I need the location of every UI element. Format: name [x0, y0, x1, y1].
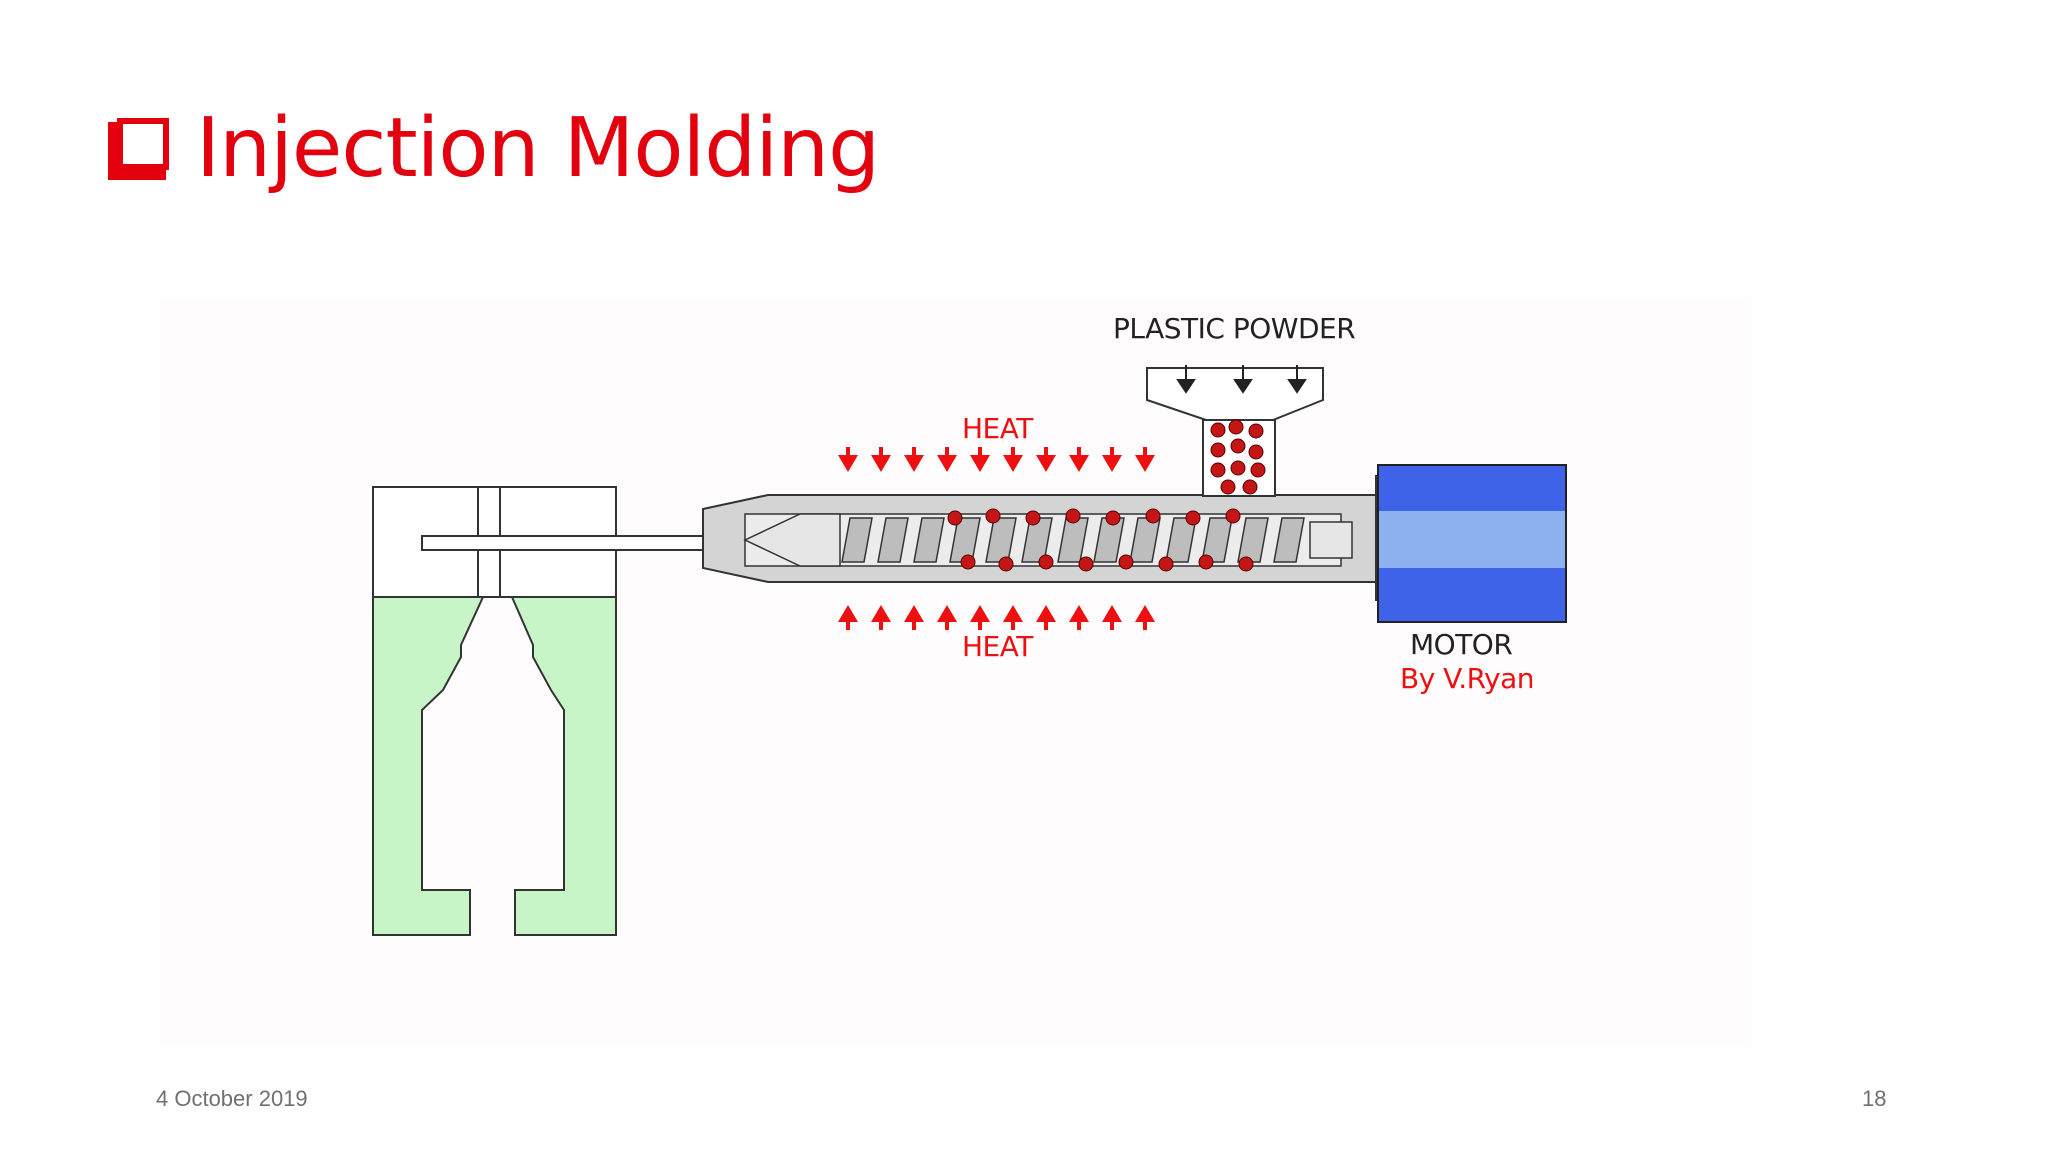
hopper: [1146, 365, 1324, 497]
credit-label: By V.Ryan: [1400, 662, 1535, 695]
screw-flights: [841, 517, 1305, 563]
page-number: 18: [1862, 1086, 1887, 1111]
nozzle-rod: [421, 535, 705, 551]
hopper-arrows: [1176, 365, 1307, 394]
page-title: Injection Molding: [196, 101, 880, 196]
screw-shaft: [1309, 521, 1353, 559]
screw-tip: [743, 513, 841, 567]
motor-highlight: [1379, 511, 1565, 568]
injection-molding-diagram: PLASTIC POWDER HEAT HEAT MOTOR By V.Ryan: [160, 300, 1750, 1045]
barrel: [702, 494, 1377, 583]
hopper-pellets: [1210, 419, 1266, 495]
mold-cavity-left: [372, 596, 485, 936]
heat-top-label: HEAT: [962, 412, 1033, 445]
plastic-pellets: [947, 508, 1254, 572]
slide-title: Injection Molding: [104, 101, 880, 196]
hollow-square-bullet-icon: [108, 118, 169, 180]
motor-label: MOTOR: [1410, 628, 1513, 661]
mold-cavity-right: [510, 596, 617, 936]
heat-arrows-top: [838, 447, 1155, 472]
footer-date: 4 October 2019: [156, 1086, 308, 1111]
heat-arrows-bottom: [838, 605, 1155, 630]
mold: [372, 486, 705, 936]
plastic-powder-label: PLASTIC POWDER: [1113, 312, 1356, 345]
motor: [1375, 464, 1567, 623]
heat-bottom-label: HEAT: [962, 630, 1033, 663]
